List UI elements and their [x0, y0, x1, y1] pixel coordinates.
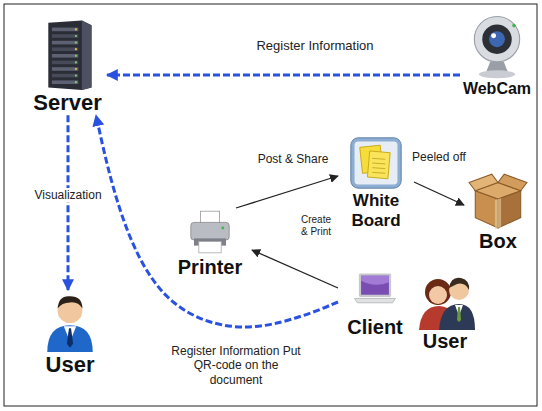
edge-label: Peeled off — [408, 150, 470, 164]
connector — [252, 250, 338, 288]
connector — [67, 115, 70, 290]
server-icon — [28, 18, 107, 90]
border — [4, 4, 537, 406]
connector — [236, 176, 338, 208]
node-label: Box — [464, 230, 532, 253]
board-icon — [338, 135, 414, 191]
printer-icon — [168, 208, 252, 256]
node-label: WebCam — [460, 80, 534, 98]
node-label: Printer — [168, 256, 252, 279]
node-label: User — [410, 330, 480, 353]
connector — [96, 115, 338, 327]
icon-node: User — [33, 290, 107, 377]
user-icon — [33, 290, 107, 352]
box-icon — [464, 168, 532, 230]
icon-node: User — [410, 270, 480, 353]
edge-label: Create & Print — [298, 214, 334, 238]
edge-label: Visualization — [26, 188, 110, 202]
icon-node: White Board — [338, 135, 414, 230]
webcam-icon — [460, 12, 534, 80]
icon-node: Box — [464, 168, 532, 253]
node-label: White Board — [338, 191, 414, 230]
node-label: Client — [338, 316, 412, 339]
node-label: User — [33, 352, 107, 377]
edge-label: Register Information Put QR-code on the … — [168, 344, 304, 387]
people-icon — [410, 270, 480, 330]
connector — [107, 74, 460, 77]
icon-node: WebCam — [460, 12, 534, 98]
connector — [414, 182, 464, 205]
icon-node: Server — [28, 18, 107, 115]
edge-label: Post & Share — [248, 152, 338, 166]
node-label: Server — [28, 90, 107, 115]
laptop-icon — [338, 272, 412, 316]
edge-label: Register Information — [250, 38, 380, 54]
icon-node: Client — [338, 272, 412, 339]
icon-node: Printer — [168, 208, 252, 279]
